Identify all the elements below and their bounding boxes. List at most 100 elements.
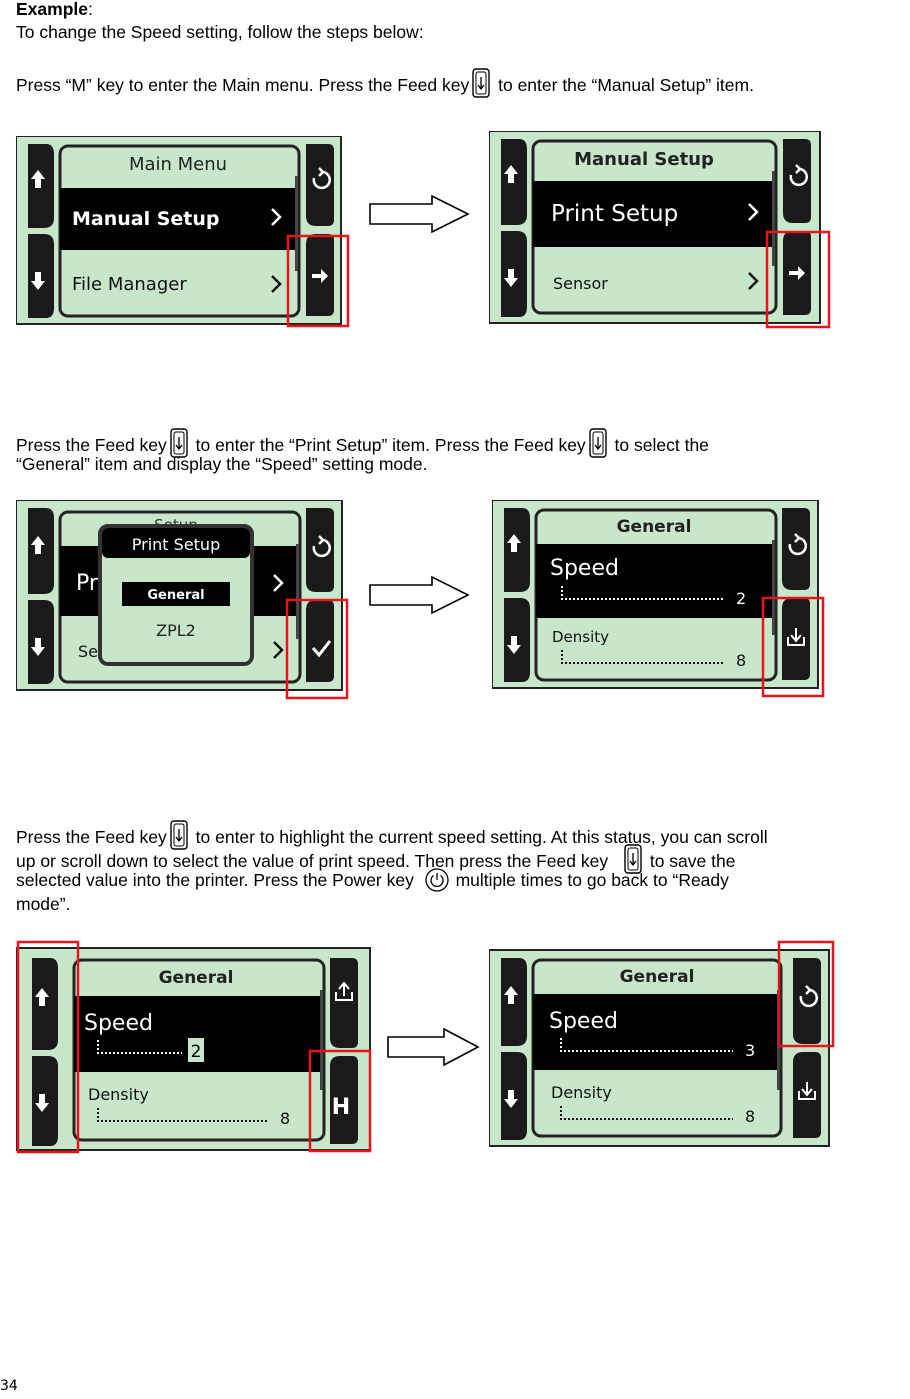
- menu-item: Sensor: [553, 274, 608, 293]
- highlight-box: [765, 230, 831, 329]
- chevron-right-icon: [273, 641, 284, 659]
- step3-part-b: to enter to highlight the current speed …: [190, 827, 768, 847]
- screen-title: Main Menu: [129, 154, 227, 175]
- value-track: [97, 1108, 268, 1122]
- back-arrow-icon: [788, 533, 808, 556]
- chevron-right-icon: [748, 203, 759, 221]
- hold-key-button: [330, 1056, 358, 1144]
- step3-text-line1: Press the Feed key to enter to highlight…: [16, 820, 768, 850]
- setting-label: Density: [551, 1083, 612, 1102]
- feed-key-button: [306, 600, 334, 682]
- down-arrow-icon: [504, 1090, 518, 1108]
- step3-part-e: selected value into the printer. Press t…: [16, 870, 419, 890]
- value-track: [97, 1040, 182, 1054]
- setting-label-selected: Speed: [550, 556, 619, 581]
- back-key-button: [782, 508, 810, 590]
- lcd-screen-general: General Speed 2 Density 8: [492, 500, 825, 698]
- step3-part-f: multiple times to go back to “Ready: [450, 870, 729, 890]
- highlight-box: [308, 1049, 372, 1153]
- value-track: [561, 650, 724, 664]
- feed-key-icon: [170, 428, 188, 458]
- example-colon: :: [87, 0, 93, 19]
- up-arrow-icon: [35, 988, 49, 1006]
- value-track: [561, 586, 724, 600]
- setting-label: Density: [552, 628, 609, 646]
- feed-key-icon: [624, 844, 642, 874]
- intro-text: To change the Speed setting, follow the …: [16, 22, 424, 42]
- step2-part-a: Press the Feed key: [16, 435, 167, 455]
- popup-item: ZPL2: [156, 621, 196, 640]
- step3-part-a: Press the Feed key: [16, 827, 167, 847]
- setting-label-selected: Speed: [84, 1011, 153, 1036]
- menu-item-selected: Manual Setup: [72, 208, 220, 230]
- value-edit-box: [188, 1038, 204, 1062]
- highlight-box: [16, 940, 80, 1154]
- chevron-right-icon: [748, 272, 759, 290]
- right-arrow-icon: [387, 1027, 480, 1067]
- setting-label-selected: Speed: [549, 1009, 618, 1034]
- feed-key-icon: [472, 68, 490, 98]
- example-label: Example: [16, 0, 88, 19]
- lcd-screen-main-menu: Main Menu Manual Setup File Manager: [16, 136, 350, 328]
- back-key-button: [306, 508, 334, 592]
- back-arrow-icon: [312, 167, 332, 190]
- page-number: 34: [0, 1378, 18, 1394]
- up-arrow-icon: [504, 165, 518, 183]
- back-arrow-icon: [312, 535, 332, 558]
- lcd-screen-general-editing: H General Speed 2 Density 8: [16, 940, 372, 1154]
- lcd-screen-print-setup: Setup Pr Se Print Setup General ZPL2: [16, 500, 349, 700]
- screen-title: General: [620, 967, 695, 987]
- step3-part-d: to save the: [644, 851, 736, 871]
- step2-part-c: to select the: [609, 435, 709, 455]
- highlight-box: [761, 596, 825, 698]
- down-arrow-icon: [507, 636, 521, 654]
- up-arrow-icon: [504, 986, 518, 1004]
- setting-label: Density: [88, 1085, 149, 1104]
- lcd-screen-general-saved: General Speed 3 Density 8: [489, 940, 835, 1147]
- step3-text-line4: mode”.: [16, 894, 71, 914]
- step2-text-line2: “General” item and display the “Speed” s…: [16, 454, 428, 474]
- screen-title: General: [159, 968, 234, 988]
- enter-icon: [787, 628, 805, 646]
- setting-value: 8: [736, 651, 746, 670]
- chevron-right-icon: [271, 208, 282, 226]
- setting-value: 2: [736, 589, 746, 608]
- menu-item: Se: [78, 642, 98, 661]
- value-track: [560, 1038, 733, 1052]
- screen-title: Manual Setup: [574, 149, 714, 170]
- power-key-icon: [425, 868, 449, 892]
- setting-value: 3: [745, 1041, 755, 1060]
- menu-item-selected: Print Setup: [551, 201, 678, 227]
- step1-part-a: Press “M” key to enter the Main menu. Pr…: [16, 75, 470, 95]
- back-key-button: [783, 139, 811, 223]
- chevron-right-icon: [273, 574, 284, 592]
- upload-icon: [335, 981, 353, 1001]
- highlight-box: [285, 598, 349, 700]
- highlight-box: [286, 234, 350, 328]
- step2-text-line1: Press the Feed key to enter the “Print S…: [16, 428, 709, 458]
- right-arrow-icon: [312, 269, 328, 283]
- checkmark-icon: [311, 640, 332, 658]
- back-key-button: [793, 958, 821, 1044]
- menu-item-selected: Pr: [76, 571, 99, 596]
- step3-part-c: up or scroll down to select the value of…: [16, 851, 613, 871]
- example-heading: Example:: [16, 0, 93, 21]
- menu-item: File Manager: [72, 274, 187, 295]
- enter-icon: [798, 1082, 816, 1100]
- back-key-button: [306, 144, 334, 226]
- down-arrow-icon: [35, 1094, 49, 1112]
- right-arrow-icon: [369, 575, 470, 615]
- setting-value: 8: [745, 1107, 755, 1126]
- back-arrow-icon: [799, 985, 819, 1008]
- popup-item-selected: General: [147, 588, 204, 603]
- highlight-box: [777, 940, 835, 1048]
- up-arrow-icon: [507, 534, 521, 552]
- up-arrow-icon: [31, 536, 45, 554]
- chevron-right-icon: [271, 275, 282, 293]
- step3-text-line3: selected value into the printer. Press t…: [16, 868, 729, 892]
- right-arrow-icon: [789, 266, 805, 280]
- up-arrow-icon: [31, 170, 45, 188]
- lcd-screen-manual-setup: Manual Setup Print Setup Sensor: [489, 131, 831, 329]
- step3-text-line2: up or scroll down to select the value of…: [16, 844, 735, 874]
- enter-key-button: [330, 958, 358, 1048]
